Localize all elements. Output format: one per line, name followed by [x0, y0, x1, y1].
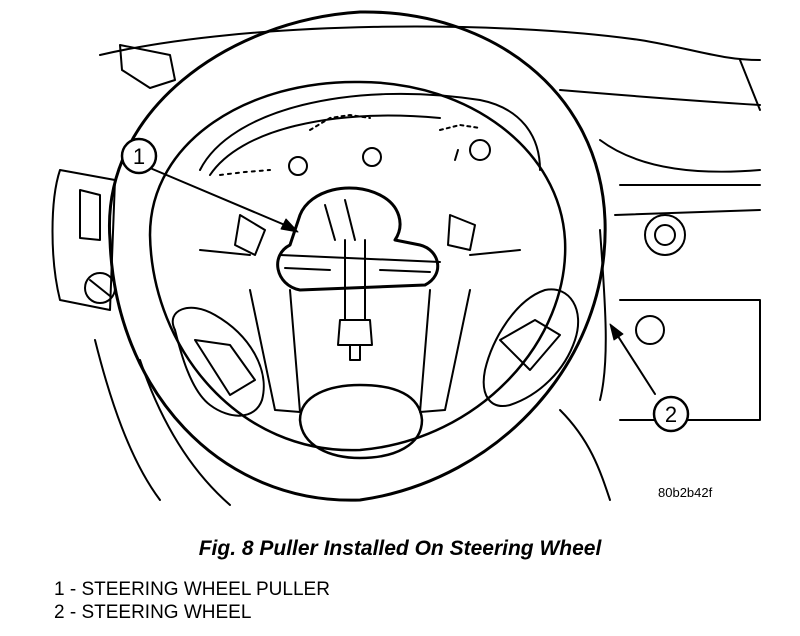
steering-wheel-diagram: 1 2: [51, 10, 761, 506]
callout-2-number: 2: [665, 402, 677, 427]
steering-wheel: [108, 10, 607, 502]
callout-2: 2: [652, 395, 690, 433]
figure-caption: Fig. 8 Puller Installed On Steering Whee…: [198, 537, 602, 560]
legend-item-1: 1 - STEERING WHEEL PULLER: [54, 579, 330, 600]
steering-wheel-puller: [234, 186, 476, 361]
legend-item-2: 2 - STEERING WHEEL: [54, 602, 252, 623]
instrument-cluster: [199, 92, 541, 176]
callout-1-number: 1: [133, 144, 145, 169]
legend: 1 - STEERING WHEEL PULLER 2 - STEERING W…: [54, 578, 330, 624]
leader-lines: [149, 167, 656, 395]
callout-1: 1: [120, 137, 158, 175]
figure-id: 80b2b42f: [658, 485, 713, 500]
